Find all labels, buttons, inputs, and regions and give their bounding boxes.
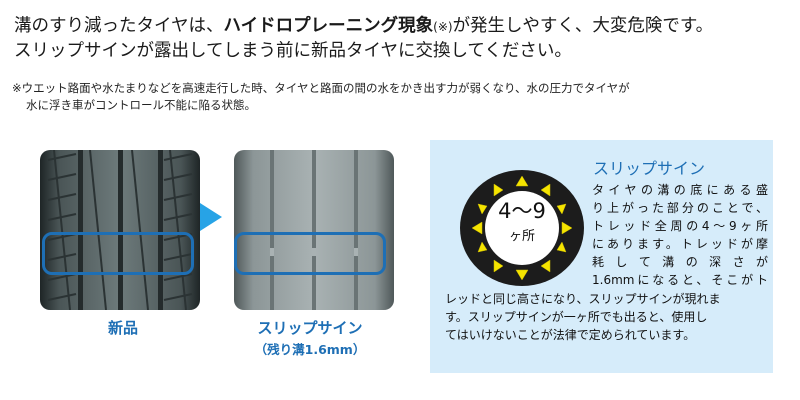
note-mark: (※) [433, 20, 453, 34]
new-tire-highlight [42, 232, 194, 275]
slip-sign-highlight [234, 232, 386, 275]
slip-sign-title: スリップサイン [593, 159, 706, 178]
headline-line-1: 溝のすり減ったタイヤは、ハイドロプレーニング現象(※)が発生しやすく、大変危険で… [14, 16, 714, 36]
headline-line-2: スリップサインが露出してしまう前に新品タイヤに交換してください。 [14, 41, 572, 61]
hydroplaning-term: ハイドロプレーニング現象 [223, 16, 434, 36]
footnote: ※ウエット路面や水たまりなどを高速走行した時、タイヤと路面の間の水をかき出す力が… [12, 80, 792, 114]
slip-sign-count: 4〜9 [498, 199, 546, 223]
worn-tire-image [234, 150, 394, 310]
remaining-depth-label: （残り溝1.6mm） [254, 342, 366, 357]
footnote-line-2: 水に浮き車がコントロール不能に陥る状態。 [26, 98, 256, 112]
slip-sign-description-continued: レッドと同じ高さになり、スリップサインが現れま す。スリップサインが一ヶ所でも出… [445, 292, 721, 342]
arrow-right-icon [200, 203, 222, 231]
slip-sign-description: タイヤの溝の底にある盛 り上がった部分のことで、 トレッド全周の4〜9ヶ所 にあ… [592, 183, 768, 287]
footnote-line-1: ※ウエット路面や水たまりなどを高速走行した時、タイヤと路面の間の水をかき出す力が… [12, 81, 630, 95]
slip-sign-label: スリップサイン [257, 319, 363, 337]
new-tire-image [40, 150, 200, 310]
slip-sign-count-unit: ヶ所 [508, 229, 535, 244]
slip-sign-tire-icon [460, 170, 584, 286]
new-tire-label: 新品 [107, 319, 138, 337]
slip-sign-panel: 4〜9 ヶ所 スリップサイン タイヤの溝の底にある盛 り上がった部分のことで、 … [430, 140, 773, 373]
headline: 溝のすり減ったタイヤは、ハイドロプレーニング現象(※)が発生しやすく、大変危険で… [14, 14, 794, 63]
